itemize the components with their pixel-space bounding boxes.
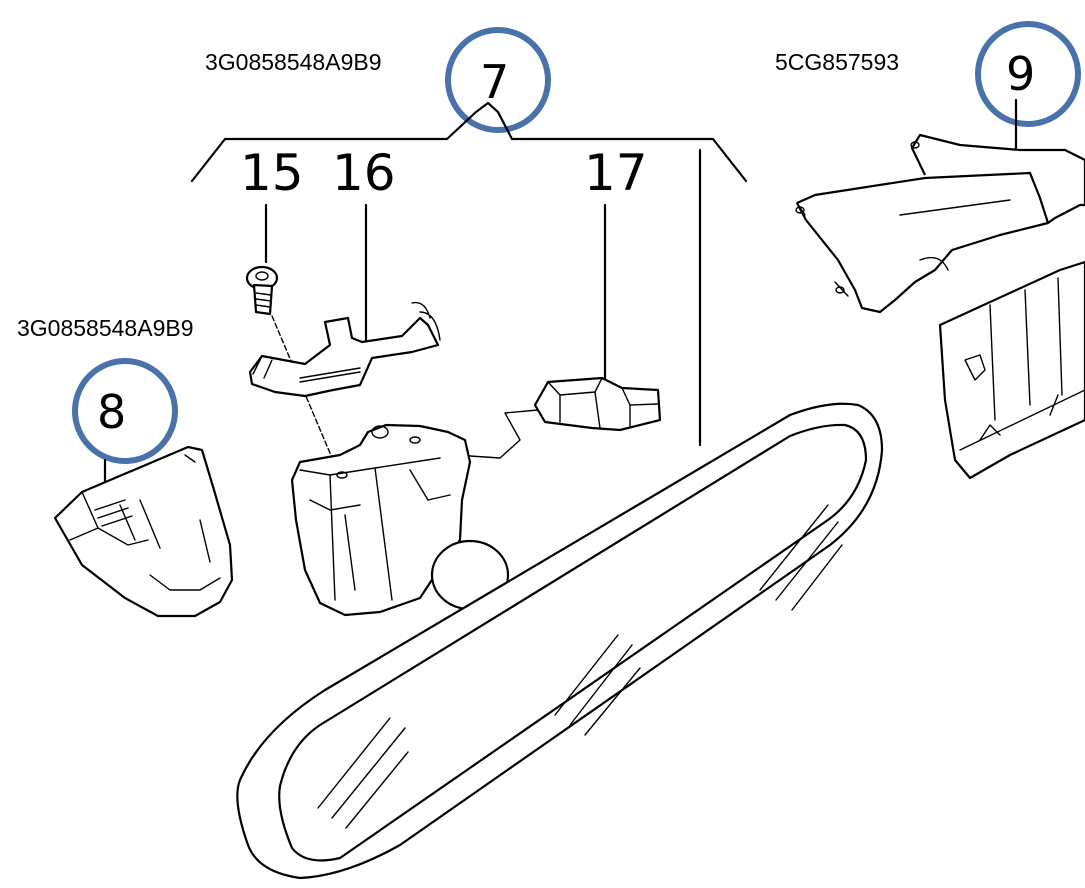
sub-part-15: 15 xyxy=(240,144,304,202)
mounting-bracket-icon xyxy=(248,301,441,398)
callout-ring-8 xyxy=(72,358,178,464)
callout-ring-7 xyxy=(445,27,551,133)
callout-7: 7 xyxy=(445,27,551,133)
callout-number-8: 8 xyxy=(97,385,126,439)
callout-number-7: 7 xyxy=(480,55,509,109)
callout-number-9: 9 xyxy=(1006,47,1035,101)
part-code-9: 5CG857593 xyxy=(775,49,899,75)
callout-ring-9 xyxy=(975,21,1081,127)
cover-part-9-icon xyxy=(795,133,1085,314)
sub-part-16: 16 xyxy=(332,144,396,202)
sub-part-17: 17 xyxy=(584,144,648,202)
mirror-mount-housing-icon xyxy=(290,423,510,617)
cover-part-8-icon xyxy=(53,445,234,618)
part-code-8: 3G0858548A9B9 xyxy=(17,315,194,341)
connector-icon xyxy=(469,376,662,459)
part-code-7: 3G0858548A9B9 xyxy=(205,49,382,75)
callout-9: 9 xyxy=(975,21,1081,127)
rearview-mirror-icon xyxy=(236,402,884,880)
callout-8: 8 xyxy=(72,358,178,464)
bracket-7 xyxy=(190,101,748,447)
trim-panel-icon xyxy=(938,260,1085,480)
